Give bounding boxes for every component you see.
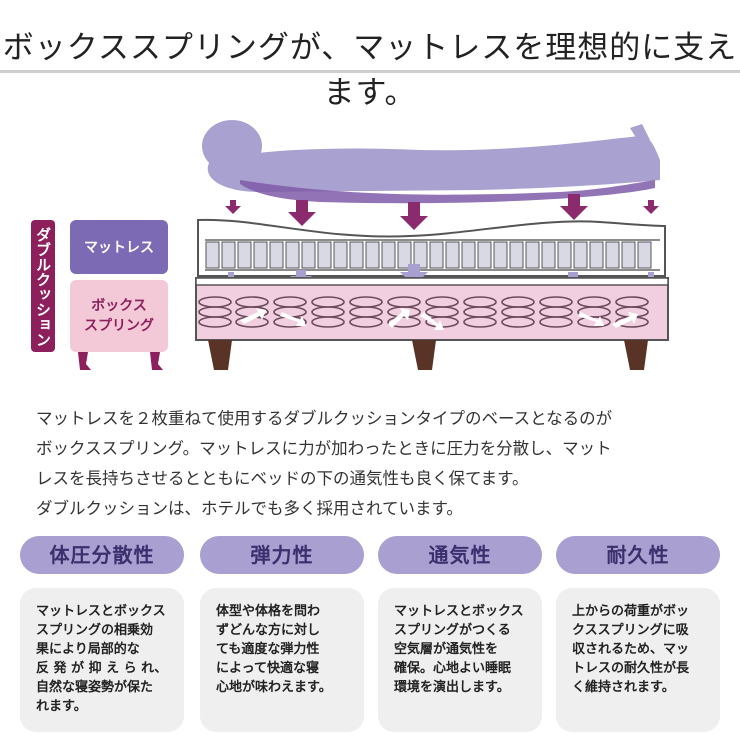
pressure-arrows	[225, 194, 659, 230]
bed-legs	[208, 340, 648, 370]
mattress-legend-box	[70, 220, 168, 274]
feature-line: スプリングがつくる	[394, 623, 511, 638]
feature-line: 反 発 が 抑 え ら れ、	[36, 661, 168, 676]
feature-line: 収されるため、マッ	[572, 642, 690, 657]
description-line: レスを長持ちさせるとともにベッドの下の通気性も良く保てます。	[36, 469, 529, 488]
feature-line: 体型や体格を問わ	[216, 604, 321, 619]
mattress-legend-label: マットレス	[84, 240, 154, 256]
feature-pressure-distribution: 体圧分散性 マットレスとボックス スプリングの相乗効 果により局部的な 反 発 …	[20, 536, 184, 732]
feature-line: ずどんな方に対し	[216, 623, 321, 638]
legend-leg-left	[78, 352, 91, 370]
feature-line: トレスの耐久性が長	[572, 661, 690, 676]
feature-line: ても適度な弾力性	[216, 642, 320, 657]
description-line: ボックススプリング。マットレスに力が加わったときに圧力を分散し、マット	[36, 439, 612, 458]
boxspring-legend-label-1: ボックス	[91, 298, 147, 314]
feature-line: 空気層が通気性を	[394, 642, 499, 657]
feature-line: 環境を演出します。	[394, 680, 510, 695]
feature-breathability: 通気性 マットレスとボックス スプリングがつくる 空気層が通気性を 確保。心地よ…	[378, 536, 542, 732]
feature-line: 果により局部的な	[36, 642, 140, 657]
feature-line: れます。	[36, 699, 87, 714]
feature-line: によって快適な寝	[216, 661, 319, 676]
feature-title: 弾力性	[200, 536, 364, 574]
feature-line: 心地が味わえます。	[216, 680, 332, 695]
feature-line: 上からの荷重がボッ	[572, 604, 690, 619]
double-cushion-diagram: ダブルクッション マットレス ボックス スプリング	[31, 120, 669, 370]
feature-line: クススプリングに吸	[572, 623, 689, 638]
double-cushion-bar	[31, 220, 55, 352]
feature-elasticity: 弾力性 体型や体格を問わ ずどんな方に対し ても適度な弾力性 によって快適な寝 …	[200, 536, 364, 732]
boxspring-legend-box	[70, 280, 168, 352]
feature-card: 上からの荷重がボッ クススプリングに吸 収されるため、マッ トレスの耐久性が長 …	[556, 588, 720, 732]
feature-line: 自然な寝姿勢が保た	[36, 680, 154, 695]
feature-card: 体型や体格を問わ ずどんな方に対し ても適度な弾力性 によって快適な寝 心地が味…	[200, 588, 364, 732]
feature-title: 通気性	[378, 536, 542, 574]
legend-leg-right	[150, 352, 163, 370]
boxspring-layer	[195, 277, 669, 341]
boxspring-legend-label-2: スプリング	[84, 317, 154, 334]
feature-title: 体圧分散性	[20, 536, 184, 574]
feature-title: 耐久性	[556, 536, 720, 574]
page-headline: ボックススプリングが、マットレスを理想的に支えます。	[2, 30, 738, 111]
feature-durability: 耐久性 上からの荷重がボッ クススプリングに吸 収されるため、マッ トレスの耐久…	[556, 536, 720, 732]
feature-line: く維持されます。	[572, 680, 675, 695]
feature-card: マットレスとボックス スプリングの相乗効 果により局部的な 反 発 が 抑 え …	[20, 588, 184, 732]
mattress-layer	[197, 218, 666, 277]
feature-line: 確保。心地よい睡眠	[394, 661, 512, 676]
feature-line: スプリングの相乗効	[36, 623, 154, 638]
description-line: ダブルクッションは、ホテルでも多く採用されています。	[36, 499, 463, 518]
dispersion-arrows	[240, 308, 638, 330]
headline-divider	[0, 70, 740, 73]
description-line: マットレスを２枚重ねて使用するダブルクッションタイプのベースとなるのが	[36, 409, 613, 428]
feature-line: マットレスとボックス	[36, 604, 166, 619]
feature-card: マットレスとボックス スプリングがつくる 空気層が通気性を 確保。心地よい睡眠 …	[378, 588, 542, 732]
description-text: マットレスを２枚重ねて使用するダブルクッションタイプのベースとなるのが ボックス…	[36, 404, 716, 524]
feature-line: マットレスとボックス	[394, 604, 524, 619]
double-cushion-label: ダブルクッション	[34, 226, 52, 347]
sleeping-person	[202, 120, 660, 204]
